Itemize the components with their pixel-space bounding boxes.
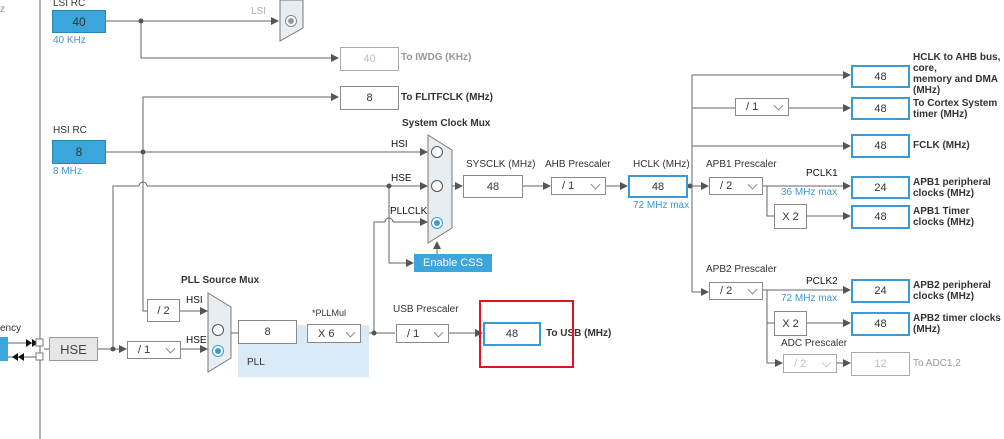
hclk-box[interactable]: 48: [628, 175, 688, 198]
hclk-label: HCLK (MHz): [633, 159, 690, 170]
chevron-down-icon: [747, 179, 758, 190]
chevron-down-icon: [773, 100, 784, 111]
flitfclk-label: To FLITFCLK (MHz): [401, 92, 494, 103]
sysmux-input-hsi: HSI: [391, 139, 408, 150]
sysmux-radio-hsi[interactable]: [431, 146, 443, 158]
adc-prescaler-label: ADC Prescaler: [781, 338, 848, 349]
fragment-text: ency: [0, 323, 22, 334]
system-clock-mux-title: System Clock Mux: [402, 118, 491, 129]
chevron-down-icon: [165, 343, 176, 354]
lsi-rc-box[interactable]: 40: [52, 10, 106, 33]
pllmul-value: X 6: [318, 327, 335, 340]
chevron-down-icon: [590, 179, 601, 190]
usb-prescaler-label: USB Prescaler: [393, 304, 459, 315]
apb2-prescaler-select[interactable]: / 2: [709, 282, 763, 300]
adc-prescaler-value: / 2: [794, 357, 807, 370]
ahb-prescaler-label: AHB Prescaler: [545, 159, 611, 170]
sysclk-label: SYSCLK (MHz): [466, 159, 536, 170]
highlight-rectangle: [479, 300, 574, 368]
hsi-label: HSI RC: [53, 125, 87, 136]
hsi-div2-box: / 2: [147, 299, 180, 322]
ahb-output-label-2: memory and DMA (MHz): [913, 74, 998, 96]
hse-input-freq-box[interactable]: [0, 337, 8, 361]
pll-label: PLL: [247, 357, 265, 368]
chevron-down-icon: [433, 327, 444, 338]
chevron-down-icon: [345, 327, 356, 338]
hsi-rc-box[interactable]: 8: [52, 140, 106, 164]
ahb-output-box[interactable]: 48: [851, 65, 910, 88]
fragment-text: z: [0, 4, 5, 15]
pclk1-label: PCLK1: [806, 168, 838, 179]
apb1-peripheral-label: APB1 peripheral clocks (MHz): [913, 177, 991, 199]
pclk2-label: PCLK2: [806, 276, 838, 287]
ahb-output-label-group: HCLK to AHB bus, core, memory and DMA (M…: [913, 52, 1002, 96]
iwdg-label: To IWDG (KHz): [401, 52, 472, 63]
hse-prediv-value: / 1: [138, 344, 151, 356]
usb-prescaler-value: / 1: [407, 327, 420, 340]
fclk-output-box[interactable]: 48: [851, 134, 910, 158]
cortex-output-box[interactable]: 48: [851, 97, 910, 120]
apb1-prescaler-value: / 2: [720, 180, 733, 192]
enable-css-button[interactable]: Enable CSS: [414, 254, 492, 272]
hsi-freq: 8 MHz: [53, 166, 82, 177]
apb2-prescaler-label: APB2 Prescaler: [706, 264, 777, 275]
lsi-mux-input-label: LSI: [251, 6, 267, 17]
flitfclk-output-box: 8: [340, 86, 399, 110]
sysmux-input-hse: HSE: [391, 173, 412, 184]
pllmul-label: *PLLMul: [312, 308, 347, 318]
pllsrc-radio-hse[interactable]: [212, 345, 224, 357]
pll-input-box: 8: [238, 320, 297, 344]
sysclk-box[interactable]: 48: [463, 175, 523, 198]
usb-output-label: To USB (MHz): [546, 328, 612, 339]
cortex-output-label: To Cortex System timer (MHz): [913, 98, 998, 120]
ahb-output-label: HCLK to AHB bus, core,: [913, 52, 1001, 74]
chevron-down-icon: [821, 357, 832, 368]
fclk-output-label: FCLK (MHz): [913, 140, 970, 151]
chevron-down-icon: [747, 284, 758, 295]
usb-output-box[interactable]: 48: [483, 322, 541, 346]
ahb-prescaler-value: / 1: [562, 180, 575, 192]
hclk-max: 72 MHz max: [633, 200, 690, 211]
lsi-mux-radio[interactable]: [285, 15, 297, 27]
hse-prediv-select[interactable]: / 1: [127, 341, 181, 359]
pllsrc-radio-hsi[interactable]: [212, 324, 224, 336]
iwdg-output-box: 40: [340, 47, 399, 71]
sysmux-radio-pllclk[interactable]: [431, 217, 443, 229]
apb2-timer-label: APB2 timer clocks (MHz): [913, 313, 1001, 335]
apb2-peripheral-output-box[interactable]: 24: [851, 279, 910, 303]
apb2-peripheral-label: APB2 peripheral clocks (MHz): [913, 280, 991, 302]
apb1-prescaler-select[interactable]: / 2: [709, 177, 763, 195]
apb1-timer-output-box[interactable]: 48: [851, 205, 910, 229]
apb2-prescaler-value: / 2: [720, 285, 733, 297]
usb-prescaler-select[interactable]: / 1: [396, 324, 449, 343]
adc-output-label: To ADC1,2: [913, 358, 961, 369]
pllmul-select[interactable]: X 6: [307, 324, 361, 343]
pllsrc-input-hsi: HSI: [186, 295, 203, 306]
apb2-timer-output-box[interactable]: 48: [851, 312, 910, 336]
cortex-div-value: / 1: [746, 101, 759, 113]
apb1-timer-label: APB1 Timer clocks (MHz): [913, 206, 975, 228]
pll-source-mux-title: PLL Source Mux: [181, 275, 260, 286]
lsi-label: LSI RC: [53, 0, 86, 9]
adc-prescaler-select[interactable]: / 2: [783, 354, 837, 373]
ahb-prescaler-select[interactable]: / 1: [551, 177, 606, 195]
lsi-freq: 40 KHz: [53, 35, 86, 46]
apb1-max: 36 MHz max: [781, 187, 838, 198]
sysmux-radio-hse[interactable]: [431, 180, 443, 192]
adc-output-box: 12: [851, 352, 910, 376]
apb2-max: 72 MHz max: [781, 293, 838, 304]
hse-box[interactable]: HSE: [49, 337, 98, 361]
sysmux-input-pllclk: PLLCLK: [390, 206, 428, 217]
apb1-prescaler-label: APB1 Prescaler: [706, 159, 777, 170]
cortex-timer-div-select[interactable]: / 1: [735, 98, 789, 116]
pllsrc-input-hse: HSE: [186, 335, 207, 346]
apb1-timer-mul-box: X 2: [774, 204, 807, 229]
apb2-timer-mul-box: X 2: [774, 311, 807, 336]
apb1-peripheral-output-box[interactable]: 24: [851, 176, 910, 199]
